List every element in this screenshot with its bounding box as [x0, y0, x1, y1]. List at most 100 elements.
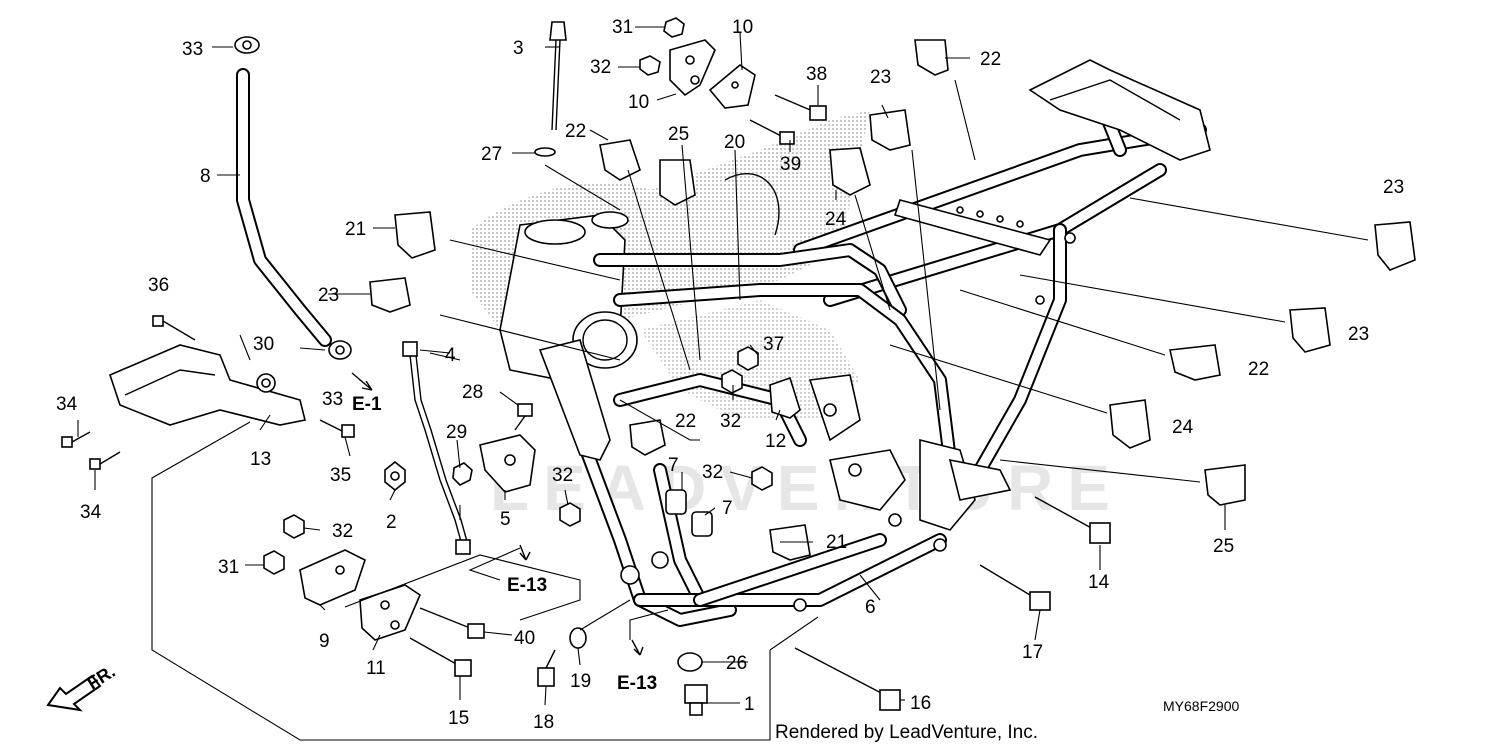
clamp-22-top	[914, 39, 949, 76]
nut-31-top	[663, 17, 685, 38]
dipstick-3	[549, 21, 567, 131]
callout-34-top: 34	[56, 394, 78, 415]
e1-arrow-icon	[351, 372, 373, 391]
callout-38: 38	[806, 64, 827, 85]
callout-37: 37	[763, 334, 784, 355]
callout-11: 11	[366, 658, 386, 679]
callout-25-top: 25	[668, 124, 689, 145]
callouts: 33 8 3 31 32 10 10 38 39 22 23 22 25 20 …	[56, 17, 1404, 733]
bolt-36	[152, 315, 196, 341]
leader-lines	[77, 26, 1369, 741]
ref-e13-upper: E-13	[507, 575, 547, 596]
nut-31-lower	[263, 550, 285, 575]
clamp-23-c	[1374, 221, 1416, 271]
callout-24-top: 24	[825, 209, 847, 230]
render-credit: Rendered by LeadVenture, Inc.	[775, 722, 1038, 743]
callout-6: 6	[865, 597, 876, 618]
bolt-35	[319, 419, 355, 438]
collar-7-a	[665, 489, 687, 515]
callout-32-lower-left: 32	[332, 521, 353, 542]
drain-bolt-1	[684, 684, 708, 716]
callout-4: 4	[445, 345, 456, 366]
nut-29	[452, 462, 473, 486]
ref-e13-lower: E-13	[617, 673, 657, 694]
callout-32-top: 32	[590, 57, 611, 78]
callout-30: 30	[253, 334, 274, 355]
callout-18: 18	[533, 712, 554, 733]
callout-16: 16	[910, 693, 931, 714]
callout-8: 8	[200, 166, 211, 187]
nut-32-left	[559, 502, 581, 527]
bolt-40	[419, 607, 485, 639]
callout-27: 27	[481, 144, 502, 165]
callout-7-top: 7	[668, 455, 679, 476]
bracket-9	[299, 549, 366, 606]
bolt-17	[979, 564, 1051, 611]
callout-22-small: 22	[565, 121, 586, 142]
callout-3: 3	[513, 38, 524, 59]
callout-33-lower: 33	[322, 389, 343, 410]
callout-13: 13	[250, 449, 271, 470]
frame-assembly	[499, 59, 1211, 627]
callout-26: 26	[726, 653, 747, 674]
callout-25-right: 25	[1213, 536, 1234, 557]
callout-23-right-top: 23	[1383, 177, 1404, 198]
nut-32-top	[639, 55, 661, 76]
nut-32-lower-right	[751, 466, 773, 491]
collar-7-b	[691, 511, 713, 537]
callout-14: 14	[1088, 572, 1110, 593]
e13-lower-arrow-icon	[631, 639, 644, 656]
bracket-12	[769, 376, 801, 419]
clamp-22-small	[599, 139, 641, 181]
front-arrow-icon: FR.	[46, 661, 119, 712]
clamp-23-a	[869, 109, 911, 151]
nut-2	[384, 460, 406, 492]
callout-1: 1	[744, 694, 755, 715]
clamp-23-d	[1289, 307, 1331, 353]
tube-4	[402, 341, 471, 555]
bolt-34-a	[61, 431, 91, 448]
callout-39: 39	[780, 154, 801, 175]
callout-28: 28	[462, 382, 483, 403]
washer-19	[569, 627, 587, 649]
nut-32-mid	[721, 369, 743, 394]
guard-bracket-13	[109, 344, 306, 426]
breather-hose	[236, 68, 332, 347]
clamp-23-b	[369, 277, 411, 313]
bolt-18	[537, 649, 556, 687]
callout-5: 5	[500, 509, 511, 530]
callout-9: 9	[319, 631, 330, 652]
callout-36: 36	[148, 275, 169, 296]
callout-35: 35	[330, 465, 351, 486]
ref-e1: E-1	[352, 394, 382, 415]
callout-21-top: 21	[345, 219, 366, 240]
callout-10-mid: 10	[628, 92, 649, 113]
bolt-34-b	[89, 451, 121, 470]
callout-29: 29	[446, 422, 467, 443]
callout-31-lower: 31	[218, 557, 239, 578]
callout-23-left: 23	[318, 285, 339, 306]
bracket-10-a	[669, 39, 716, 97]
callout-32-left: 32	[552, 465, 573, 486]
clamp-22-right	[1169, 344, 1221, 381]
callout-12: 12	[765, 431, 786, 452]
callout-19: 19	[570, 671, 591, 692]
callout-22-top: 22	[980, 49, 1001, 70]
callout-20: 20	[724, 132, 745, 153]
clip-33-lower	[328, 340, 352, 360]
bolt-15	[409, 637, 472, 677]
callout-10-top: 10	[732, 17, 753, 38]
callout-34-bottom: 34	[80, 502, 102, 523]
bolt-39	[749, 119, 795, 145]
bracket-11	[359, 584, 421, 641]
o-ring-26	[677, 652, 703, 672]
callout-32-mid: 32	[720, 411, 741, 432]
clip-33-top	[234, 36, 260, 54]
parts-group	[61, 17, 1416, 716]
clamp-22-mid	[629, 419, 666, 456]
callout-15: 15	[448, 708, 469, 729]
clamp-24-b	[1109, 399, 1151, 449]
bolt-14	[1034, 496, 1111, 544]
clamp-21-a	[394, 211, 436, 259]
